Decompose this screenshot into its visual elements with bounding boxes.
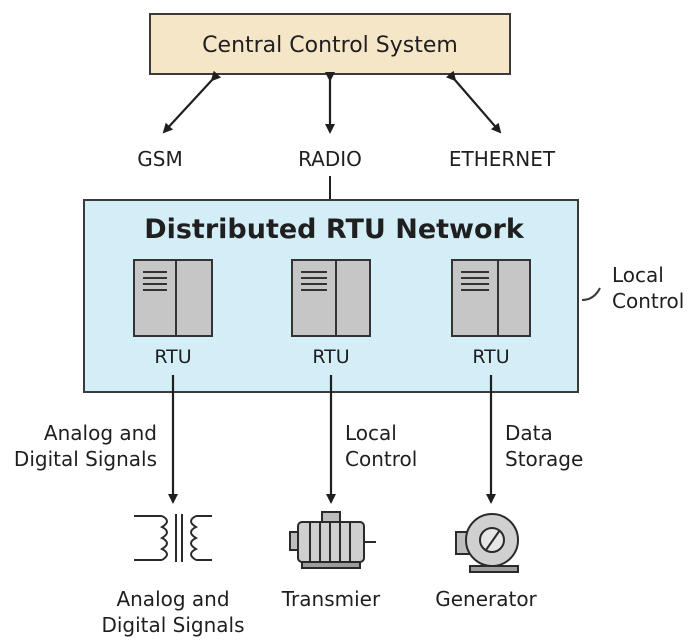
central-control-system-rect [149, 13, 511, 75]
rtu3-output-label-line1: Data [505, 421, 553, 445]
transformer-icon [134, 514, 212, 562]
device-label-transformer-line1: Analog and [116, 587, 229, 611]
rtu2-output-label-line2: Control [345, 447, 417, 471]
rtu-unit-1: RTU [133, 259, 213, 368]
rtu-cabinet-icon [133, 259, 213, 337]
device-label-generator: Generator [435, 587, 537, 611]
ethernet-link-arrow [445, 70, 502, 134]
rtu1-output-label-line1: Analog and [44, 421, 157, 445]
generator-icon [455, 513, 519, 573]
central-control-system-label: Central Control System [202, 33, 458, 58]
central-control-system-box: Central Control System [149, 13, 511, 75]
local-control-side-label-line2: Control [612, 289, 684, 313]
rtu-label: RTU [154, 346, 191, 368]
rtu1-output-label-line2: Digital Signals [14, 447, 157, 471]
gsm-link-arrow [162, 70, 222, 134]
rtu-cabinet-icon [291, 259, 371, 337]
device-label-transmier: Transmier [281, 587, 381, 611]
rtu2-output-label-line1: Local [345, 421, 397, 445]
link-label-ethernet: ETHERNET [449, 147, 556, 171]
local-control-side-label-line1: Local [612, 263, 664, 287]
motor-icon [289, 511, 376, 569]
link-label-gsm: GSM [137, 147, 182, 171]
device-label-transformer-line2: Digital Signals [101, 613, 244, 637]
link-label-radio: RADIO [298, 147, 362, 171]
rtu-unit-3: RTU [451, 259, 531, 368]
rtu3-output-label-line2: Storage [505, 447, 583, 471]
rtu-label: RTU [312, 346, 349, 368]
rtu-unit-2: RTU [291, 259, 371, 368]
rtu-cabinet-icon [451, 259, 531, 337]
local-control-bracket [581, 287, 601, 301]
network-title: Distributed RTU Network [144, 214, 525, 245]
rtu-label: RTU [472, 346, 509, 368]
